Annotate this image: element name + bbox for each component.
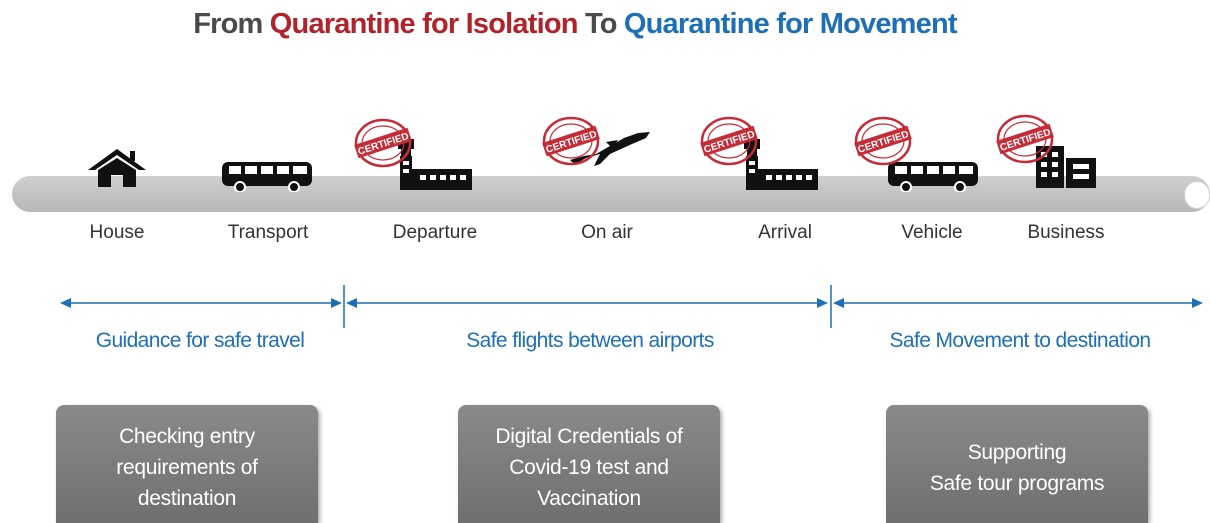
box-line: destination xyxy=(137,487,237,510)
stage-label-transport: Transport xyxy=(227,222,309,243)
phase-label-safe-flights: Safe flights between airports xyxy=(466,329,714,352)
arrow-head-icon xyxy=(833,298,844,308)
box-line: Vaccination xyxy=(537,487,641,510)
info-box-digital-credentials: Digital Credentials of Covid-19 test and… xyxy=(458,405,720,523)
box-line: Digital Credentials of xyxy=(495,425,683,448)
track-end-cap xyxy=(1184,181,1210,209)
bus-icon xyxy=(222,162,312,192)
box-line: Checking entry xyxy=(119,425,255,448)
stage-label-departure: Departure xyxy=(392,222,478,243)
certified-stamp-icon: CERTIFIED xyxy=(854,116,912,166)
arrow-head-icon xyxy=(346,298,357,308)
airplane-icon xyxy=(570,132,650,166)
journey-track xyxy=(12,176,1210,212)
arrow-head-icon xyxy=(817,298,828,308)
phase-label-guidance: Guidance for safe travel xyxy=(95,329,305,352)
certified-stamp-icon: CERTIFIED xyxy=(542,116,600,166)
info-box-entry-requirements: Checking entry requirements of destinati… xyxy=(56,405,318,523)
stage-label-house: House xyxy=(89,222,145,243)
certified-stamp-icon: CERTIFIED xyxy=(996,114,1054,164)
phase-arrows xyxy=(60,285,1203,328)
title-part-from: From xyxy=(193,8,270,40)
stage-label-business: Business xyxy=(1027,222,1105,243)
phase-label-safe-movement: Safe Movement to destination xyxy=(889,329,1151,352)
box-line: Covid-19 test and xyxy=(509,456,669,479)
stage-label-vehicle: Vehicle xyxy=(901,222,963,243)
arrow-head-icon xyxy=(331,298,342,308)
arrow-head-icon xyxy=(60,298,71,308)
airport-terminal-icon xyxy=(398,139,472,190)
box-line: Supporting xyxy=(967,441,1067,464)
title-part-movement: Quarantine for Movement xyxy=(623,8,958,40)
box-line: Safe tour programs xyxy=(929,472,1105,495)
info-box-safe-tour: Supporting Safe tour programs xyxy=(886,405,1148,523)
title-part-isolation: Quarantine for Isolation xyxy=(269,8,579,40)
diagram-title: From Quarantine for Isolation To Quarant… xyxy=(0,8,1150,41)
box-line: requirements of xyxy=(116,456,258,479)
arrow-head-icon xyxy=(1192,298,1203,308)
house-icon xyxy=(88,149,146,187)
stage-label-on-air: On air xyxy=(581,222,633,243)
certified-stamp-icon: CERTIFIED xyxy=(700,116,758,166)
title-part-to: To xyxy=(577,8,624,40)
bus-icon xyxy=(888,162,978,192)
certified-stamp-icon: CERTIFIED xyxy=(354,118,412,168)
stage-label-arrival: Arrival xyxy=(758,222,812,243)
